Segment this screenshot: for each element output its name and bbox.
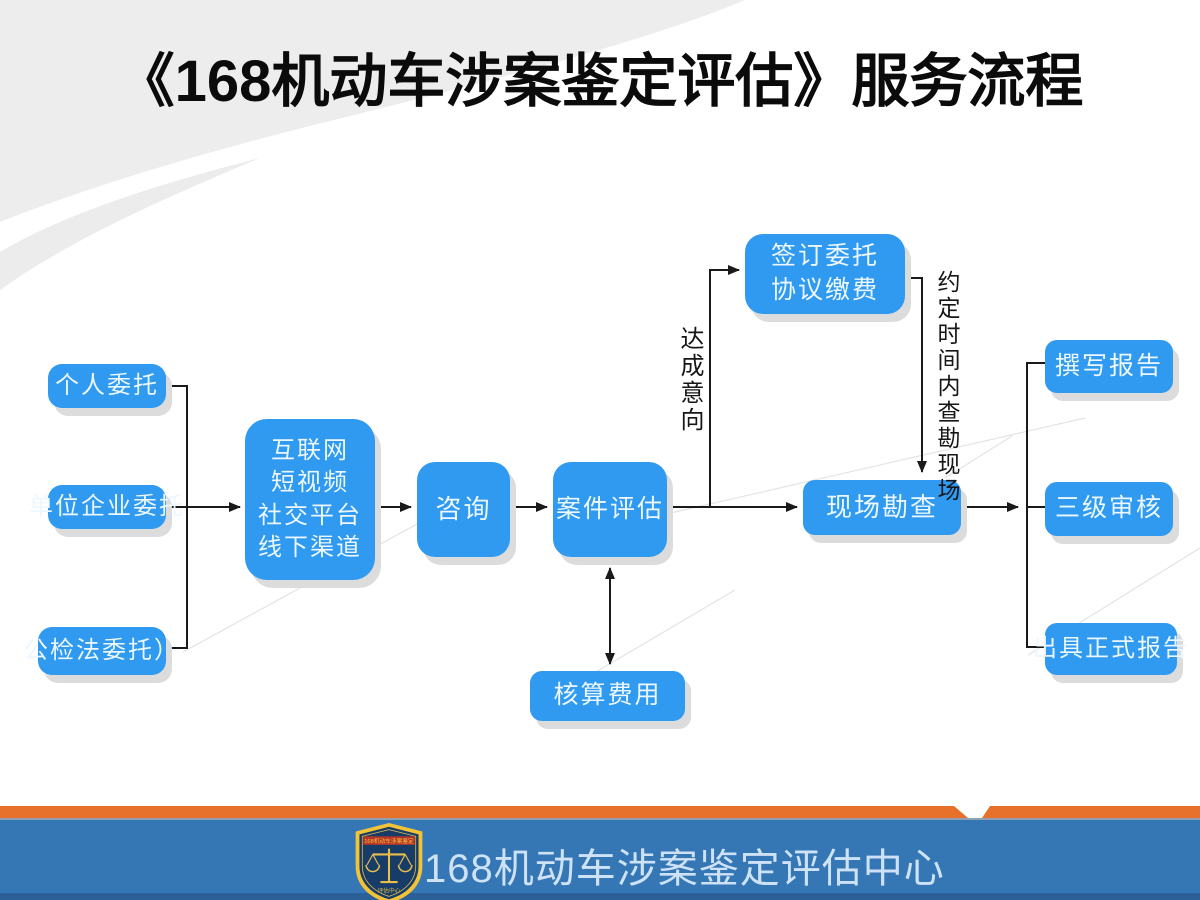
node-issue-formal-report: 出具正式报告 xyxy=(1033,623,1187,675)
node-sign-agreement-pay: 签订委托 协议缴费 xyxy=(745,234,905,314)
footer-brand-text: 168机动车涉案鉴定评估中心 xyxy=(424,847,945,891)
footer-bottom-strip xyxy=(0,893,1200,900)
node-label: 案件评估 xyxy=(555,494,664,523)
node-site-survey: 现场勘查 xyxy=(803,480,961,535)
logo-base-text: 评估中心 xyxy=(378,887,401,895)
node-line: 短视频 xyxy=(271,469,349,497)
node-label: 核算费用 xyxy=(553,681,662,710)
logo-band-text: 168机动车涉案鉴定 xyxy=(364,837,414,845)
node-label: 出具正式报告 xyxy=(1033,634,1189,662)
node-line: 签订委托 xyxy=(770,242,879,271)
node-label: 咨询 xyxy=(435,493,492,524)
node-judicial-commission: 公检法委托） xyxy=(24,627,178,675)
page-title: 《168机动车涉案鉴定评估》服务流程 xyxy=(116,49,1084,114)
node-label: 个人委托 xyxy=(55,371,159,399)
orange-divider-left xyxy=(0,806,968,818)
node-line: 协议缴费 xyxy=(770,276,879,304)
edge-label-agreed-time-survey: 约定时间内查勘现场 xyxy=(934,270,960,504)
node-label: 三级审核 xyxy=(1054,494,1163,523)
node-label: 撰写报告 xyxy=(1054,351,1163,380)
node-line: 互联网 xyxy=(271,436,349,464)
edge-label-reach-intention: 达成意向 xyxy=(676,326,703,434)
footer-banner: 168机动车涉案鉴定 评估中心 168机动车涉案鉴定评估中心 xyxy=(0,818,1200,900)
node-three-level-review: 三级审核 xyxy=(1045,482,1173,536)
node-personal-commission: 个人委托 xyxy=(48,364,166,408)
node-enterprise-commission: 单位企业委托 xyxy=(29,485,183,529)
scales-of-justice-icon xyxy=(365,848,413,884)
node-cost-accounting: 核算费用 xyxy=(530,671,685,721)
node-consultation: 咨询 xyxy=(417,462,510,557)
center-logo-shield-icon: 168机动车涉案鉴定 评估中心 xyxy=(355,822,423,900)
node-label: 单位企业委托 xyxy=(29,492,185,520)
orange-divider-right xyxy=(982,806,1200,818)
node-case-evaluation: 案件评估 xyxy=(553,462,667,557)
node-write-report: 撰写报告 xyxy=(1045,340,1173,393)
node-line: 社交平台 xyxy=(258,501,362,529)
node-label: 现场勘查 xyxy=(825,491,938,522)
node-label: 公检法委托） xyxy=(24,636,180,664)
node-channels: 互联网 短视频 社交平台 线下渠道 xyxy=(245,419,375,580)
node-line: 线下渠道 xyxy=(258,533,362,561)
